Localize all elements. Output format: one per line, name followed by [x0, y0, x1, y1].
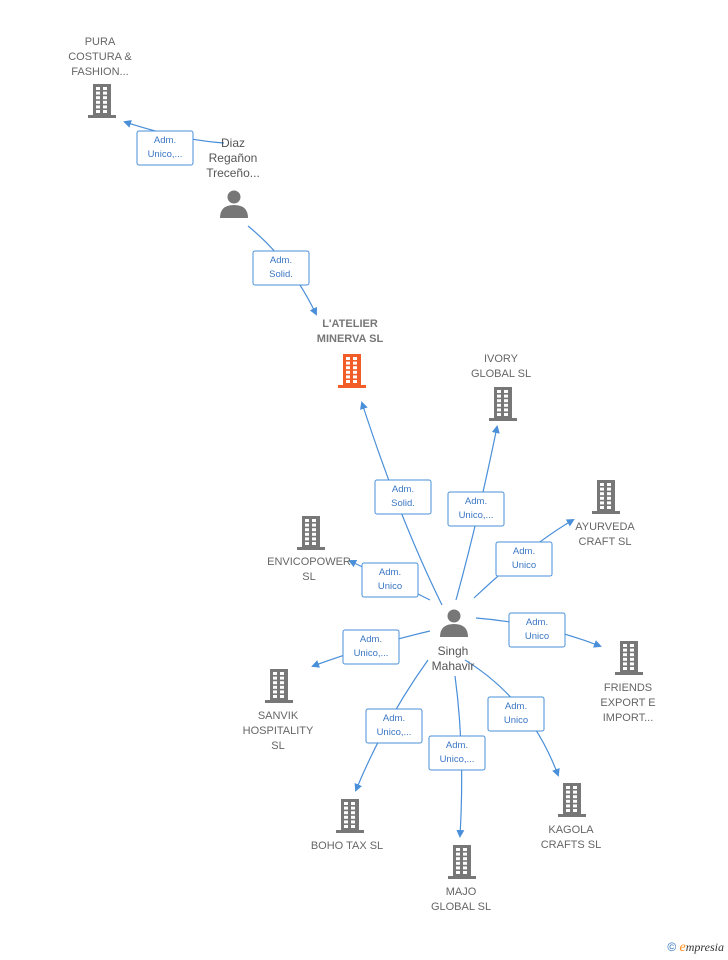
company-label-envicopower[interactable]: ENVICOPOWER [267, 556, 351, 568]
person-label-singh[interactable]: Singh [438, 644, 469, 658]
company-label-ayurveda[interactable]: AYURVEDA [575, 521, 635, 533]
company-label-majo[interactable]: MAJO [446, 886, 477, 898]
edge-role-text: Adm. [446, 740, 468, 751]
copyright-symbol: © [667, 940, 677, 954]
edge-role-text: Adm. [383, 713, 405, 724]
building-icon-sanvik[interactable] [265, 669, 293, 703]
edge-role-text: Adm. [392, 484, 414, 495]
company-label-atelier[interactable]: L'ATELIER [322, 318, 378, 330]
edge-role-text: Adm. [154, 135, 176, 146]
edge-role-box-diaz-pura[interactable]: Adm. Unico,... [136, 130, 194, 166]
company-label-kagola[interactable]: KAGOLA [548, 824, 594, 836]
edge-role-text: Adm. [379, 567, 401, 578]
edge-role-text: Unico,... [459, 510, 494, 521]
person-icon-singh[interactable] [440, 609, 468, 638]
company-label-ayurveda[interactable]: CRAFT SL [579, 536, 632, 548]
company-label-pura[interactable]: FASHION... [71, 66, 128, 78]
person-icon-diaz[interactable] [220, 190, 248, 219]
building-icon-ayurveda[interactable] [592, 480, 620, 514]
edge-role-box-diaz-atelier[interactable]: Adm. Solid. [252, 250, 310, 286]
edge-role-box-singh-ivory[interactable]: Adm. Unico,... [447, 491, 505, 527]
person-label-diaz[interactable]: Regañon [209, 151, 258, 165]
company-label-sanvik[interactable]: HOSPITALITY [243, 725, 314, 737]
company-label-pura[interactable]: COSTURA & [68, 51, 132, 63]
company-label-friends[interactable]: FRIENDS [604, 682, 652, 694]
edge-role-text: Unico,... [440, 754, 475, 765]
company-label-boho[interactable]: BOHO TAX SL [311, 840, 383, 852]
company-label-kagola[interactable]: CRAFTS SL [541, 839, 602, 851]
company-label-envicopower[interactable]: SL [302, 571, 315, 583]
edge-role-text: Unico [512, 560, 536, 571]
building-icon-boho[interactable] [336, 799, 364, 833]
edge-role-box-singh-atelier[interactable]: Adm. Solid. [374, 479, 432, 515]
brand-name: mpresia [685, 940, 724, 954]
edge-role-box-singh-sanvik[interactable]: Adm. Unico,... [342, 629, 400, 665]
copyright-brand: © empresia [667, 940, 724, 956]
company-label-friends[interactable]: IMPORT... [603, 712, 654, 724]
building-icon-envicopower[interactable] [297, 516, 325, 550]
person-label-diaz[interactable]: Treceño... [206, 166, 260, 180]
edge-role-text: Unico [504, 715, 528, 726]
edge-role-text: Adm. [526, 617, 548, 628]
company-label-sanvik[interactable]: SANVIK [258, 710, 299, 722]
person-label-diaz[interactable]: Diaz [221, 136, 245, 150]
edge-role-box-singh-friends[interactable]: Adm. Unico [508, 612, 566, 648]
edge-role-text: Solid. [391, 498, 415, 509]
edge-role-text: Unico,... [377, 727, 412, 738]
edge-role-text: Solid. [269, 269, 293, 280]
edge-role-text: Adm. [270, 255, 292, 266]
building-icon-atelier[interactable] [338, 354, 366, 388]
company-label-ivory[interactable]: GLOBAL SL [471, 368, 531, 380]
person-label-singh[interactable]: Mahavir [432, 659, 475, 673]
company-label-sanvik[interactable]: SL [271, 740, 284, 752]
building-icon-ivory[interactable] [489, 387, 517, 421]
edge-role-box-singh-kagola[interactable]: Adm. Unico [487, 696, 545, 732]
edge-role-text: Unico [378, 581, 402, 592]
edge-role-box-singh-majo[interactable]: Adm. Unico,... [428, 735, 486, 771]
building-icon-kagola[interactable] [558, 783, 586, 817]
building-icon-pura[interactable] [88, 84, 116, 118]
company-label-majo[interactable]: GLOBAL SL [431, 901, 491, 913]
edge-role-box-singh-envicopower[interactable]: Adm. Unico [361, 562, 419, 598]
brand-initial: e [679, 940, 686, 955]
edge-role-text: Adm. [360, 634, 382, 645]
edge-role-text: Unico,... [148, 149, 183, 160]
edge-role-text: Adm. [513, 546, 535, 557]
building-icon-friends[interactable] [615, 641, 643, 675]
edge-role-box-singh-ayurveda[interactable]: Adm. Unico [495, 541, 553, 577]
building-icon-majo[interactable] [448, 845, 476, 879]
edge-role-text: Adm. [465, 496, 487, 507]
edge-role-text: Adm. [505, 701, 527, 712]
company-label-ivory[interactable]: IVORY [484, 353, 519, 365]
edge-role-text: Unico,... [354, 648, 389, 659]
edge-role-text: Unico [525, 631, 549, 642]
company-label-atelier[interactable]: MINERVA SL [317, 333, 384, 345]
company-label-friends[interactable]: EXPORT E [600, 697, 655, 709]
company-label-pura[interactable]: PURA [85, 36, 116, 48]
edge-role-box-singh-boho[interactable]: Adm. Unico,... [365, 708, 423, 744]
